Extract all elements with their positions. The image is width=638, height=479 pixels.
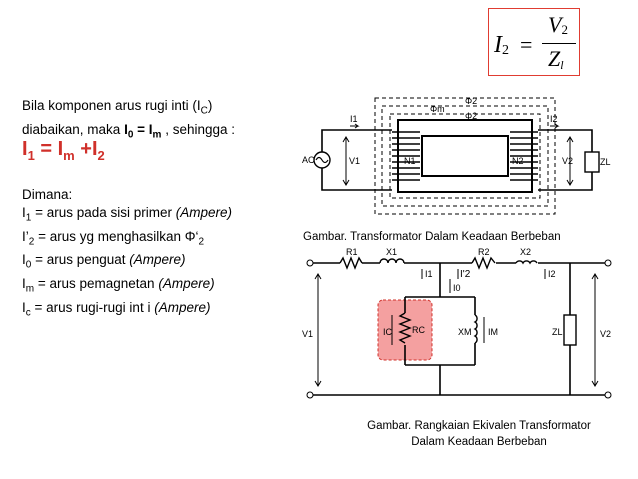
secondary-wires bbox=[538, 129, 593, 191]
label-i0: I0 bbox=[453, 283, 461, 293]
list-item: I’2 = arus yg menghasilkan Φ‘2 bbox=[22, 228, 205, 248]
terminal-top-left bbox=[306, 259, 314, 267]
label-ac: AC bbox=[302, 155, 315, 165]
resistor-r1 bbox=[339, 256, 363, 270]
equivalent-circuit-diagram: R1 X1 R2 X2 I1 I'2 I2 I0 IC RC XM IM ZL … bbox=[302, 247, 612, 399]
label-v2: V2 bbox=[562, 156, 573, 166]
resistor-rc bbox=[398, 312, 412, 344]
v2-arrowheads bbox=[591, 273, 599, 387]
caption-line-2: Dalam Keadaan Berbeban bbox=[411, 436, 547, 448]
label-phi-m: Φm bbox=[430, 104, 445, 114]
label-zl: ZL bbox=[552, 327, 563, 337]
inductor-x2 bbox=[515, 260, 538, 265]
resistor-r2 bbox=[471, 256, 496, 270]
primary-wires bbox=[321, 129, 392, 191]
label-zl: ZL bbox=[600, 157, 611, 167]
v2-arrowheads bbox=[566, 136, 574, 186]
main-equation: I1 = Im +I2 bbox=[22, 138, 105, 163]
list-item: Ic = arus rugi-rugi int i (Ampere) bbox=[22, 299, 211, 319]
inductor-xm bbox=[473, 314, 478, 344]
label-r1: R1 bbox=[346, 247, 358, 257]
formula-fraction-bar bbox=[542, 43, 576, 44]
load-impedance bbox=[584, 151, 600, 173]
secondary-winding bbox=[510, 131, 538, 181]
caption-transformer: Gambar. Transformator Dalam Keadaan Berb… bbox=[303, 231, 561, 243]
terminal-top-right bbox=[604, 259, 612, 267]
caption-line-1: Gambar. Rangkaian Ekivalen Transformator bbox=[367, 420, 591, 432]
shunt-branch bbox=[404, 263, 476, 395]
label-phi-2: Φ2 bbox=[465, 96, 477, 106]
label-x1: X1 bbox=[386, 247, 397, 257]
label-x2: X2 bbox=[520, 247, 531, 257]
i2-arrow bbox=[550, 123, 560, 129]
formula-denominator: Zl bbox=[548, 46, 564, 72]
formula-i2-v2-over-zl: I2 = V2 Zl bbox=[490, 12, 578, 72]
label-v1: V1 bbox=[349, 156, 360, 166]
load-zl bbox=[563, 314, 577, 346]
intro-line-2: diabaikan, maka I0 = Im , sehingga : bbox=[22, 121, 235, 141]
v1-arrowheads bbox=[342, 136, 350, 186]
label-i2-prime: I'2 bbox=[460, 269, 471, 280]
label-i2: I2 bbox=[548, 269, 556, 279]
formula-box bbox=[488, 8, 580, 76]
intro-text: Bila komponen arus rugi inti (IC) diabai… bbox=[22, 97, 235, 144]
flux-boundary-inner bbox=[389, 113, 541, 199]
label-v1: V1 bbox=[302, 329, 313, 339]
formula-lhs: I2 bbox=[494, 32, 509, 58]
label-phi-2b: Φ2 bbox=[465, 111, 477, 121]
label-n2: N2 bbox=[512, 156, 524, 166]
ac-wave-icon bbox=[315, 156, 329, 164]
label-r2: R2 bbox=[478, 247, 490, 257]
formula-numerator: V2 bbox=[548, 12, 568, 37]
label-i2: I2 bbox=[550, 114, 558, 124]
label-n1: N1 bbox=[404, 156, 416, 166]
label-im: IM bbox=[488, 327, 498, 337]
caption-equivalent-circuit: Gambar. Rangkaian Ekivalen Transformator… bbox=[346, 418, 612, 450]
v1-arrowheads bbox=[314, 273, 322, 387]
label-v2: V2 bbox=[600, 329, 611, 339]
label-ic: IC bbox=[383, 327, 393, 337]
label-i1: I1 bbox=[350, 114, 358, 124]
formula-equals: = bbox=[520, 32, 533, 57]
core-window bbox=[421, 135, 509, 177]
label-rc: RC bbox=[412, 325, 425, 335]
label-i1: I1 bbox=[425, 269, 433, 279]
label-xm: XM bbox=[458, 327, 472, 337]
dimana-list: Dimana: I1 = arus pada sisi primer (Ampe… bbox=[22, 186, 232, 322]
i1-arrow bbox=[350, 123, 360, 129]
terminal-bottom-left bbox=[306, 391, 314, 399]
inductor-x1 bbox=[379, 258, 405, 264]
intro-line-1: Bila komponen arus rugi inti (IC) bbox=[22, 98, 213, 117]
terminal-bottom-right bbox=[604, 391, 612, 399]
list-item: I1 = arus pada sisi primer (Ampere) bbox=[22, 205, 233, 224]
transformer-diagram: I1 AC V1 N1 N2 I2 V2 ZL Φm Φ2 Φ2 bbox=[302, 96, 611, 215]
list-item: I0 = arus penguat (Ampere) bbox=[22, 252, 186, 272]
list-item: Im = arus pemagnetan (Ampere) bbox=[22, 276, 215, 295]
flux-boundary-outer bbox=[374, 97, 556, 215]
primary-winding bbox=[392, 131, 420, 181]
dimana-title: Dimana: bbox=[22, 187, 73, 202]
